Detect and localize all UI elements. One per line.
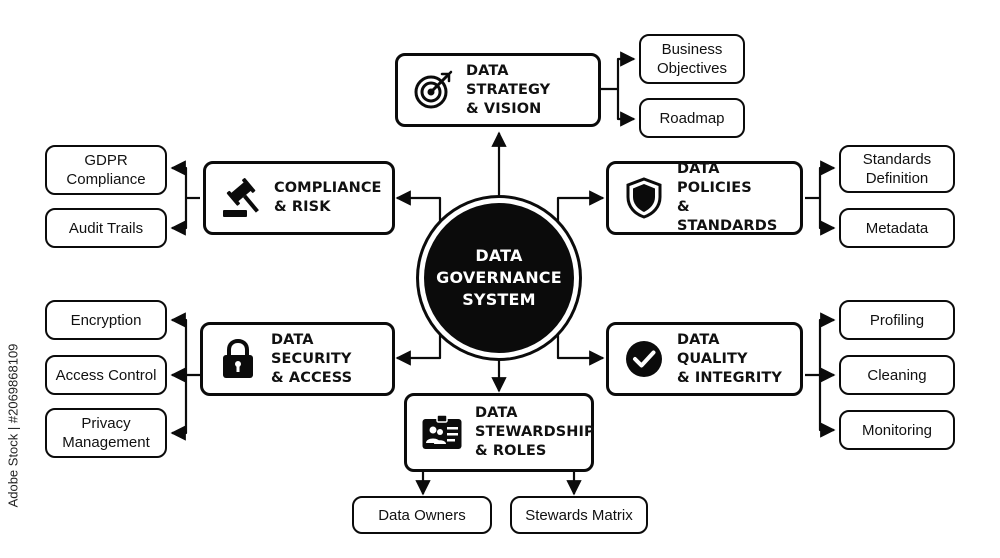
branch-data-stewardship: DATA STEWARDSHIP & ROLES — [404, 393, 595, 472]
leaf-roadmap: Roadmap — [639, 98, 745, 138]
branch-label: DATA SECURITY & ACCESS — [271, 331, 353, 386]
leaf-monitoring: Monitoring — [839, 410, 955, 450]
leaf-metadata: Metadata — [839, 208, 955, 248]
shield-icon — [623, 177, 665, 219]
leaf-business-objectives: Business Objectives — [639, 34, 745, 84]
stock-credit: Adobe Stock | #2069868109 — [2, 300, 24, 550]
leaf-encryption: Encryption — [45, 300, 167, 340]
leaf-data-owners: Data Owners — [352, 496, 492, 534]
leaf-privacy-management: Privacy Management — [45, 408, 167, 458]
branch-label: COMPLIANCE & RISK — [274, 180, 382, 215]
leaf-gdpr-compliance: GDPR Compliance — [45, 145, 167, 195]
leaf-access-control: Access Control — [45, 355, 167, 395]
branch-compliance: COMPLIANCE & RISK — [203, 161, 395, 235]
branch-label: DATA POLICIES & STANDARDS — [677, 161, 778, 234]
leaf-audit-trails: Audit Trails — [45, 208, 167, 248]
padlock-icon — [217, 338, 259, 380]
leaf-stewards-matrix: Stewards Matrix — [510, 496, 648, 534]
hub-data-governance-system: DATA GOVERNANCE SYSTEM — [424, 203, 574, 353]
leaf-profiling: Profiling — [839, 300, 955, 340]
branch-data-quality: DATA QUALITY & INTEGRITY — [606, 322, 803, 396]
gavel-icon — [220, 177, 262, 219]
branch-label: DATA QUALITY & INTEGRITY — [677, 331, 782, 386]
branch-data-strategy: DATA STRATEGY & VISION — [395, 53, 601, 127]
branch-data-policies: DATA POLICIES & STANDARDS — [606, 161, 803, 235]
leaf-cleaning: Cleaning — [839, 355, 955, 395]
id-card-people-icon — [421, 412, 463, 454]
branch-label: DATA STRATEGY & VISION — [466, 62, 551, 117]
hub-label: DATA GOVERNANCE SYSTEM — [436, 246, 562, 309]
checkmark-circle-icon — [623, 338, 665, 380]
stock-credit-text: Adobe Stock | #2069868109 — [5, 343, 21, 507]
target-icon — [412, 69, 454, 111]
branch-label: DATA STEWARDSHIP & ROLES — [475, 405, 595, 459]
leaf-standards-definition: Standards Definition — [839, 145, 955, 193]
branch-data-security: DATA SECURITY & ACCESS — [200, 322, 395, 396]
